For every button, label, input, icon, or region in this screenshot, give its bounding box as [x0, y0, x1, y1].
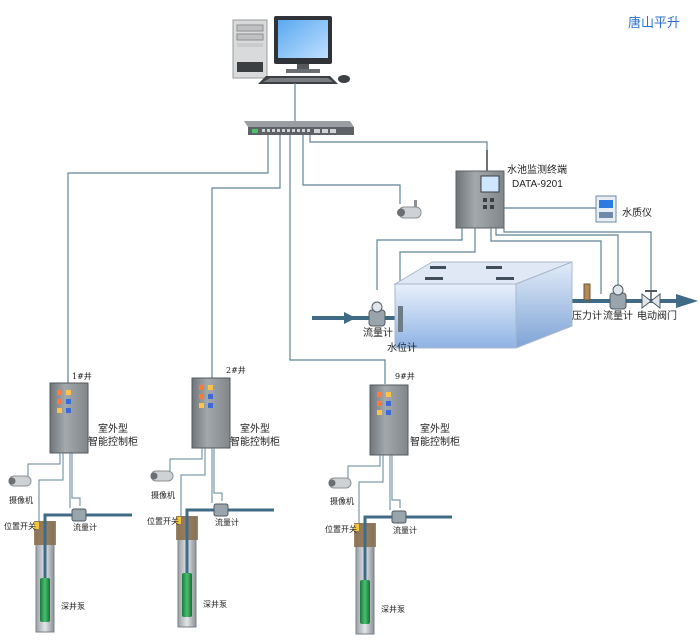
well-name: 9#井: [395, 372, 415, 381]
keyboard-icon: [258, 76, 338, 84]
flowmeter-label: 流量计: [215, 518, 239, 527]
pump-label: 深井泵: [61, 602, 85, 611]
well-assembly: [328, 384, 452, 635]
position-switch-label: 位置开关: [147, 517, 179, 526]
manhole-icon: [425, 277, 443, 280]
control-cabinet-icon: [369, 384, 409, 456]
cabinet-label-line2: 智能控制柜: [230, 437, 280, 448]
well-pipe: [363, 515, 452, 584]
camera-label: 摄像机: [9, 496, 33, 505]
camera-icon: [150, 470, 174, 482]
deep-well-pump-icon: [182, 573, 192, 617]
control-cabinet-icon: [191, 377, 231, 449]
well-pipe: [185, 508, 274, 577]
pc-tower-icon: [232, 19, 268, 79]
monitor-icon: [274, 16, 332, 73]
position-switch-icon: [354, 524, 359, 531]
well-assembly: [8, 382, 132, 633]
pressure-meter-icon: [583, 283, 591, 301]
outlet-flowmeter-label: 流量计: [603, 311, 633, 322]
camera-icon: [8, 475, 32, 487]
pressure-meter-label: 压力计: [572, 311, 602, 322]
level-sensor-icon: [398, 306, 403, 332]
network-switch-icon: [244, 121, 354, 135]
cabinet-label-line1: 室外型: [240, 424, 270, 435]
terminal-model: DATA-9201: [512, 179, 563, 190]
cabinet-label-line1: 室外型: [420, 424, 450, 435]
flowmeter-label: 流量计: [73, 523, 97, 532]
cabinet-label-line2: 智能控制柜: [410, 437, 460, 448]
water-quality-label: 水质仪: [622, 208, 652, 219]
well-name: 1#井: [72, 372, 92, 381]
position-switch-label: 位置开关: [4, 522, 36, 531]
pool-monitor-terminal: [455, 150, 505, 229]
flowmeter-icon: [391, 510, 407, 524]
signal-lines: [67, 83, 652, 384]
camera-icon: [397, 200, 422, 219]
outlet-flowmeter-icon: [609, 284, 627, 310]
level-meter-label: 水位计: [387, 343, 417, 354]
camera-icon: [328, 477, 352, 489]
position-switch-label: 位置开关: [325, 525, 357, 534]
flowmeter-label: 流量计: [393, 526, 417, 535]
cabinet-label-line1: 室外型: [98, 424, 128, 435]
pump-label: 深井泵: [203, 600, 227, 609]
pump-label: 深井泵: [381, 605, 405, 614]
well-pipe: [43, 513, 132, 582]
terminal-title: 水池监测终端: [507, 165, 567, 176]
camera-label: 摄像机: [330, 497, 354, 506]
brand-label: 唐山平升: [628, 16, 681, 31]
flowmeter-icon: [71, 508, 87, 522]
cabinet-label-line2: 智能控制柜: [88, 437, 138, 448]
well-assembly: [150, 377, 274, 628]
control-cabinet-icon: [49, 382, 89, 454]
position-switch-icon: [34, 522, 39, 529]
manhole-icon: [430, 266, 446, 269]
workstation: [232, 16, 350, 84]
valve-label: 电动阀门: [637, 311, 677, 322]
deep-well-pump-icon: [360, 580, 370, 624]
electric-valve-icon: [641, 290, 661, 310]
position-switch-icon: [176, 517, 181, 524]
mouse-icon: [338, 75, 350, 83]
manhole-icon: [486, 266, 502, 269]
manhole-icon: [496, 277, 514, 280]
well-name: 2#井: [226, 366, 246, 375]
deep-well-pump-icon: [40, 578, 50, 622]
inlet-flowmeter-icon: [368, 301, 386, 327]
water-tank: [393, 261, 573, 349]
inlet-flowmeter-label: 流量计: [363, 328, 393, 339]
camera-label: 摄像机: [151, 491, 175, 500]
water-quality-instrument-icon: [595, 195, 617, 223]
flowmeter-icon: [213, 503, 229, 517]
